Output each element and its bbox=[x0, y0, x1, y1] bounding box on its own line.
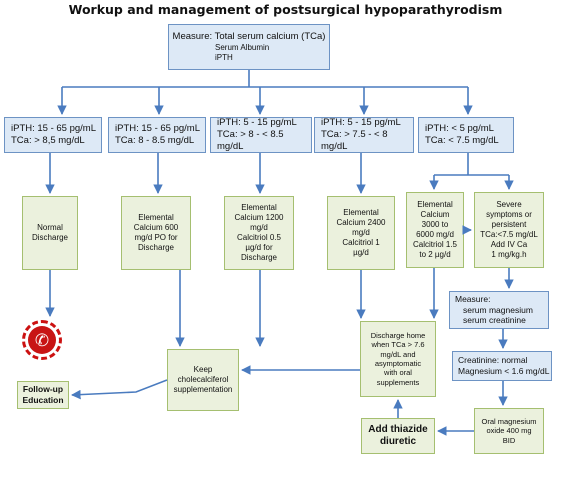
thiazide-line-1: Add thiazide bbox=[368, 423, 428, 435]
severe-line-5: Add IV Ca bbox=[490, 240, 528, 249]
measure-mg-line-3: serum creatinine bbox=[463, 315, 526, 326]
severe-line-3: persistent bbox=[491, 220, 527, 229]
diagram-title: Workup and management of postsurgical hy… bbox=[68, 2, 503, 17]
measure-mg-line-1: Measure: bbox=[455, 294, 491, 305]
normal-line-2: Discharge bbox=[31, 233, 68, 242]
ca2400-line-3: mg/d bbox=[352, 228, 370, 237]
severe-line-4: TCa:<7.5 mg/dL bbox=[480, 230, 538, 239]
branch-3-tca: TCa: > 8 - < 8.5 mg/dL bbox=[217, 129, 284, 152]
oral-magnesium-box: Oral magnesium oxide 400 mg BID bbox=[474, 408, 544, 454]
branch-4-tca: TCa: > 7.5 - < 8 mg/dL bbox=[321, 129, 388, 152]
branch-1-box: iPTH: 15 - 65 pg/mL TCa: > 8,5 mg/dL bbox=[4, 117, 102, 153]
oral-mg-line-2: oxide 400 mg bbox=[486, 426, 532, 436]
branch-4-ipth: iPTH: 5 - 15 pg/mL bbox=[321, 117, 401, 129]
telephone-glyph: ✆ bbox=[28, 326, 56, 354]
keep-line-2: cholecalciferol bbox=[177, 375, 229, 384]
ca2400-line-2: Calcium 2400 bbox=[336, 218, 386, 227]
branch-3-box: iPTH: 5 - 15 pg/mL TCa: > 8 - < 8.5 mg/d… bbox=[210, 117, 312, 153]
severe-symptoms-box: Severe symptoms or persistent TCa:<7.5 m… bbox=[474, 192, 544, 268]
normal-discharge-box: Normal Discharge bbox=[22, 196, 78, 270]
ca3000-line-5: Calcitriol 1.5 bbox=[412, 240, 457, 249]
calcium-2400-box: Elemental Calcium 2400 mg/d Calcitriol 1… bbox=[327, 196, 395, 270]
measure-calcium-box: Measure: Total serum calcium (TCa) Serum… bbox=[168, 24, 330, 70]
ca1200-line-2: Calcium 1200 bbox=[234, 213, 284, 222]
calcium-1200-box: Elemental Calcium 1200 mg/d Calcitriol 0… bbox=[224, 196, 294, 270]
branch-5-box: iPTH: < 5 pg/mL TCa: < 7.5 mg/dL bbox=[418, 117, 514, 153]
ca1200-line-4: Calcitriol 0.5 bbox=[236, 233, 281, 242]
calcium-600-box: Elemental Calcium 600 mg/d PO for Discha… bbox=[121, 196, 191, 270]
measure-ipth-line: iPTH bbox=[215, 52, 233, 62]
oral-mg-line-3: BID bbox=[502, 435, 516, 445]
ca600-line-2: Calcium 600 bbox=[133, 223, 179, 232]
ca600-line-3: mg/d PO for bbox=[134, 233, 178, 242]
branch-1-ipth: iPTH: 15 - 65 pg/mL bbox=[11, 123, 97, 135]
thiazide-box: Add thiazide diuretic bbox=[361, 418, 435, 454]
keep-cholecalciferol-box: Keep cholecalciferol supplementation bbox=[167, 349, 239, 411]
discharge-line-3: mg/dL and bbox=[380, 349, 416, 359]
discharge-home-box: Discharge home when TCa > 7.6 mg/dL and … bbox=[360, 321, 436, 397]
measure-calcium-line: Measure: Total serum calcium (TCa) bbox=[172, 31, 326, 43]
discharge-line-6: supplements bbox=[376, 377, 420, 387]
severe-line-1: Severe bbox=[496, 200, 522, 209]
ca3000-line-4: 6000 mg/d bbox=[416, 230, 454, 239]
severe-line-6: 1 mg/kg.h bbox=[491, 250, 527, 259]
discharge-line-5: with oral bbox=[384, 368, 412, 378]
ca2400-line-5: µg/d bbox=[353, 248, 369, 257]
followup-education-box: Follow-up Education bbox=[17, 381, 69, 409]
keep-line-3: supplementation bbox=[173, 385, 233, 394]
ca1200-line-6: Discharge bbox=[240, 253, 277, 262]
measure-magnesium-box: Measure: serum magnesium serum creatinin… bbox=[449, 291, 549, 329]
creatinine-box: Creatinine: normal Magnesium < 1.6 mg/dL bbox=[452, 351, 552, 381]
followup-line-1: Follow-up bbox=[22, 384, 64, 395]
discharge-line-4: asymptomatic bbox=[374, 359, 422, 368]
ca1200-line-1: Elemental bbox=[241, 203, 277, 212]
ca3000-line-2: Calcium bbox=[420, 210, 450, 219]
followup-line-2: Education bbox=[22, 395, 64, 405]
ca3000-line-1: Elemental bbox=[417, 200, 453, 209]
branch-5-ipth: iPTH: < 5 pg/mL bbox=[425, 123, 494, 135]
normal-line-1: Normal bbox=[37, 223, 63, 232]
telephone-icon: ✆ bbox=[22, 320, 62, 360]
branch-1-tca: TCa: > 8,5 mg/dL bbox=[11, 135, 85, 146]
branch-2-box: iPTH: 15 - 65 pg/mL TCa: 8 - 8.5 mg/dL bbox=[108, 117, 206, 153]
ca1200-line-3: mg/d bbox=[250, 223, 268, 232]
connector-keep-followup bbox=[71, 379, 168, 400]
thiazide-line-2: diuretic bbox=[379, 436, 417, 447]
branch-4-box: iPTH: 5 - 15 pg/mL TCa: > 7.5 - < 8 mg/d… bbox=[314, 117, 414, 153]
branch-3-ipth: iPTH: 5 - 15 pg/mL bbox=[217, 117, 297, 129]
discharge-line-1: Discharge home bbox=[370, 330, 426, 340]
measure-mg-line-2: serum magnesium bbox=[463, 304, 533, 315]
ca1200-line-5: µg/d for bbox=[245, 243, 273, 252]
discharge-line-2: when TCa > 7.6 bbox=[371, 340, 425, 350]
calcium-3000-box: Elemental Calcium 3000 to 6000 mg/d Calc… bbox=[406, 192, 464, 268]
creatinine-line-2: Magnesium < 1.6 mg/dL bbox=[458, 366, 550, 376]
oral-mg-line-1: Oral magnesium bbox=[481, 416, 537, 426]
ca600-line-4: Discharge bbox=[137, 243, 174, 252]
branch-2-ipth: iPTH: 15 - 65 pg/mL bbox=[115, 123, 201, 135]
keep-line-1: Keep bbox=[193, 365, 213, 374]
creatinine-line-1: Creatinine: normal bbox=[458, 355, 528, 366]
ca3000-line-6: to 2 µg/d bbox=[419, 250, 451, 259]
measure-albumin-line: Serum Albumin bbox=[215, 42, 270, 52]
severe-line-2: symptoms or bbox=[486, 210, 532, 219]
ca2400-line-4: Calcitriol 1 bbox=[342, 238, 380, 247]
branch-5-tca: TCa: < 7.5 mg/dL bbox=[425, 135, 499, 146]
ca3000-line-3: 3000 to bbox=[421, 220, 449, 229]
ca2400-line-1: Elemental bbox=[343, 208, 379, 217]
ca600-line-1: Elemental bbox=[138, 213, 174, 222]
branch-2-tca: TCa: 8 - 8.5 mg/dL bbox=[115, 135, 195, 146]
